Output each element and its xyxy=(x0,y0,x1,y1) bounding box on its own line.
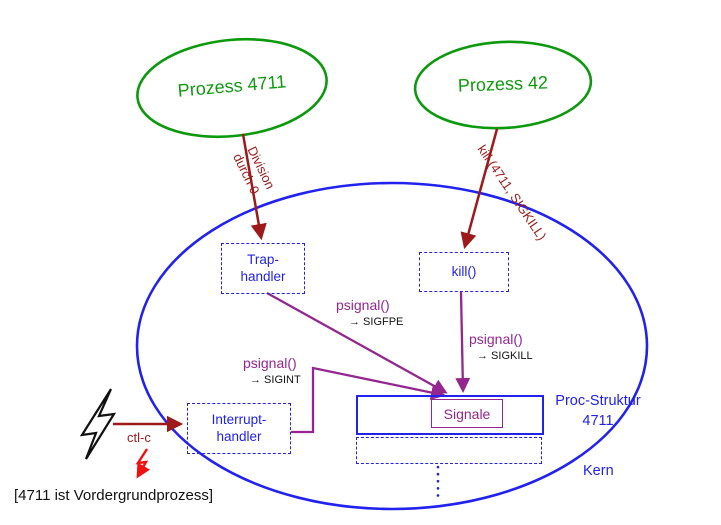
signale-box: Signale xyxy=(431,399,503,428)
sigfpe-label: → SIGFPE xyxy=(349,316,404,328)
terminal-flash-icon xyxy=(79,388,117,460)
sigkill-label: → SIGKILL xyxy=(477,350,533,362)
foreground-process-footnote: [4711 ist Vordergrundprozess] xyxy=(14,487,214,504)
psignal-sigkill-arrow xyxy=(455,291,471,393)
proc-struktur-label: Proc-Struktur 4711 xyxy=(555,393,641,430)
lightning-icon xyxy=(135,448,150,479)
interrupt-handler-box: Interrupt- handler xyxy=(187,403,291,454)
kern-label: Kern xyxy=(583,463,614,479)
kill-box: kill() xyxy=(419,252,509,292)
psignal-interrupt-label: psignal() xyxy=(243,355,297,371)
proc-struct-row2-box xyxy=(356,437,542,464)
division-arrow xyxy=(241,133,267,241)
proc-struct-box xyxy=(356,395,544,435)
process-42-ellipse xyxy=(413,40,593,130)
trap-handler-box: Trap- handler xyxy=(221,243,305,294)
psignal-sigint-arrow xyxy=(291,366,446,434)
kernel-ellipse xyxy=(135,181,649,511)
psignal-sigfpe-arrow xyxy=(266,291,448,394)
ctl-c-label: ctl-c xyxy=(127,430,151,445)
sigint-label: → SIGINT xyxy=(250,374,301,386)
kill-call-arrow xyxy=(460,128,499,250)
psignal-trap-label: psignal() xyxy=(336,297,390,313)
process-4711-ellipse xyxy=(136,37,328,139)
psignal-kill-label: psignal() xyxy=(469,331,523,347)
